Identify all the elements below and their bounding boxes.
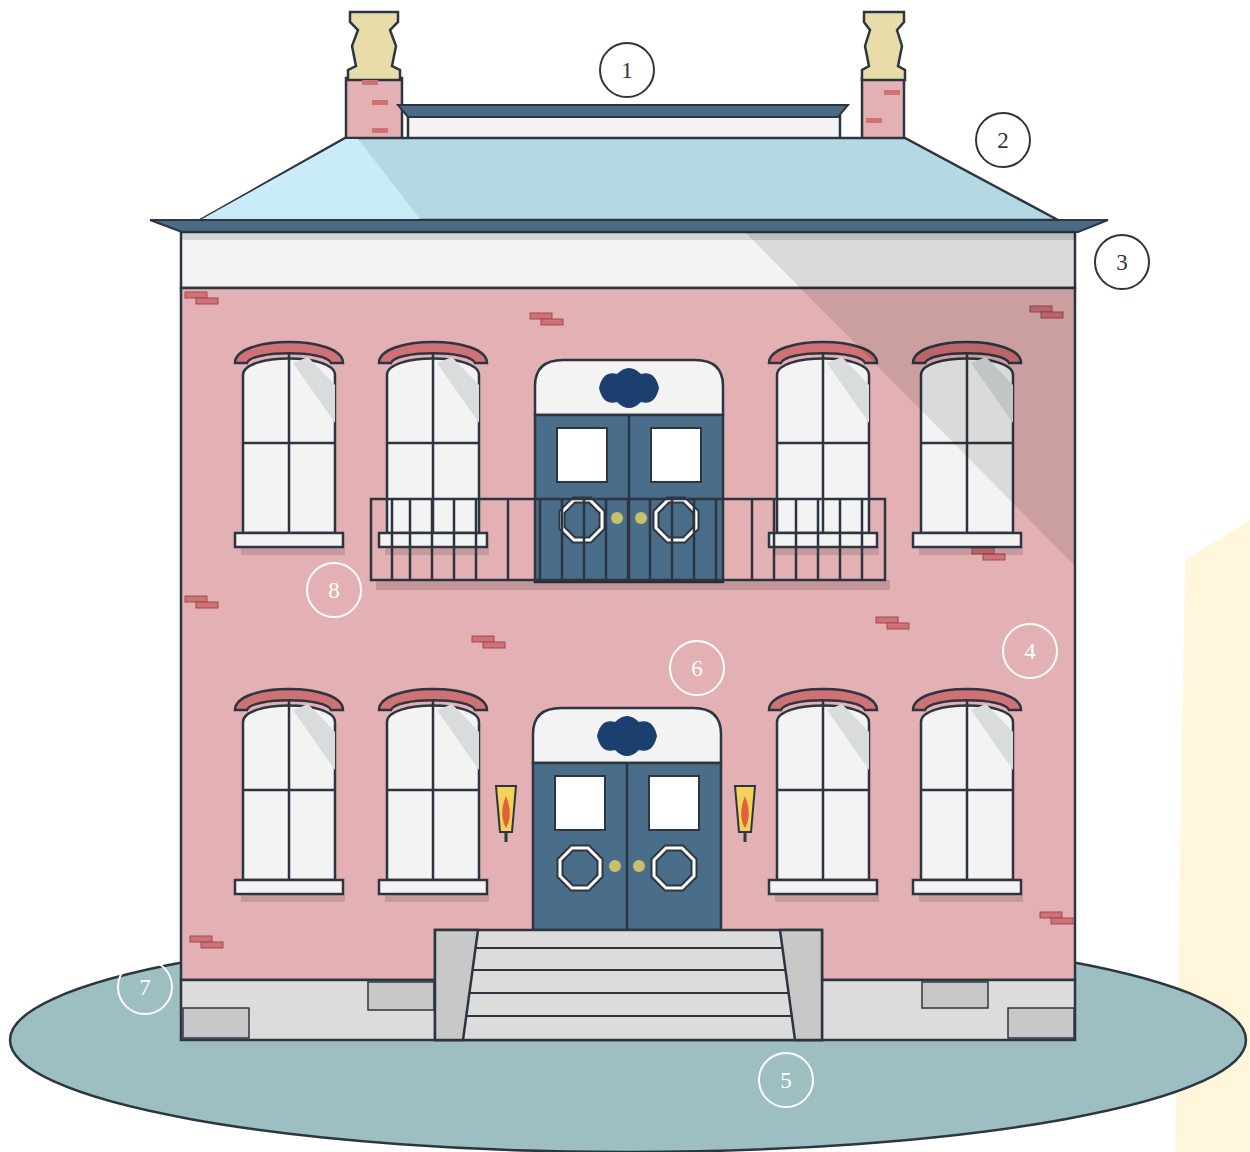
callout-number: 8 bbox=[306, 562, 362, 618]
brick bbox=[372, 100, 388, 105]
callout-number-text: 8 bbox=[328, 579, 340, 602]
window bbox=[235, 689, 345, 902]
steps bbox=[435, 930, 822, 1040]
balcony-shadow bbox=[376, 580, 890, 590]
lantern-flame bbox=[741, 796, 749, 828]
balcony-railing bbox=[371, 499, 885, 580]
shade bbox=[745, 232, 1075, 566]
lantern bbox=[496, 786, 516, 842]
callout-number: 6 bbox=[669, 640, 725, 696]
chimney-pot bbox=[862, 12, 905, 80]
callout-number-text: 7 bbox=[139, 976, 151, 999]
callout-number-text: 3 bbox=[1116, 251, 1128, 274]
callout-number: 2 bbox=[975, 112, 1031, 168]
callout-number: 4 bbox=[1002, 623, 1058, 679]
window bbox=[769, 689, 879, 902]
brick-pair bbox=[185, 292, 218, 304]
callout-number: 1 bbox=[599, 42, 655, 98]
railing-frame bbox=[371, 499, 885, 580]
brick-pair bbox=[1040, 912, 1073, 924]
brick-pair bbox=[185, 596, 218, 608]
window bbox=[379, 342, 489, 555]
callout-number-text: 5 bbox=[780, 1069, 792, 1092]
brick bbox=[372, 128, 388, 133]
foundation-block bbox=[368, 982, 434, 1010]
brick-pair bbox=[876, 617, 909, 629]
roof-deck bbox=[408, 116, 840, 140]
brick bbox=[866, 118, 882, 123]
step-cheek bbox=[435, 930, 478, 1040]
brick-pair bbox=[190, 936, 223, 948]
step-edges bbox=[466, 948, 792, 1016]
callout-number-text: 4 bbox=[1024, 640, 1036, 663]
brick bbox=[884, 90, 900, 95]
lantern-post bbox=[505, 832, 508, 842]
lantern-body bbox=[496, 786, 516, 832]
lantern-body bbox=[735, 786, 755, 832]
brick bbox=[362, 80, 378, 85]
callout-number: 5 bbox=[758, 1052, 814, 1108]
lantern bbox=[735, 786, 755, 842]
roof-cap bbox=[398, 105, 848, 117]
callout-number-text: 2 bbox=[997, 129, 1009, 152]
brick-pair bbox=[530, 313, 563, 325]
window bbox=[913, 689, 1023, 902]
roof-highlight bbox=[202, 139, 420, 219]
railing-bars bbox=[392, 499, 862, 580]
roof bbox=[200, 138, 1058, 220]
foundation-block bbox=[183, 1008, 249, 1038]
front-door bbox=[533, 708, 721, 930]
foundation-block bbox=[1008, 1008, 1074, 1038]
window bbox=[235, 342, 345, 555]
callout-number: 3 bbox=[1094, 234, 1150, 290]
window bbox=[379, 689, 489, 902]
callout-number-text: 1 bbox=[621, 59, 633, 82]
chimney bbox=[346, 78, 402, 140]
callout-number-text: 6 bbox=[691, 657, 703, 680]
chimney-pot bbox=[348, 12, 400, 80]
lantern-flame bbox=[502, 796, 510, 828]
step-cheek bbox=[780, 930, 822, 1040]
lantern-post bbox=[744, 832, 747, 842]
callout-number: 7 bbox=[117, 959, 173, 1015]
brick-pair bbox=[472, 636, 505, 648]
chimney bbox=[862, 78, 904, 140]
foundation-block bbox=[922, 982, 988, 1008]
roof-eave bbox=[150, 220, 1108, 232]
